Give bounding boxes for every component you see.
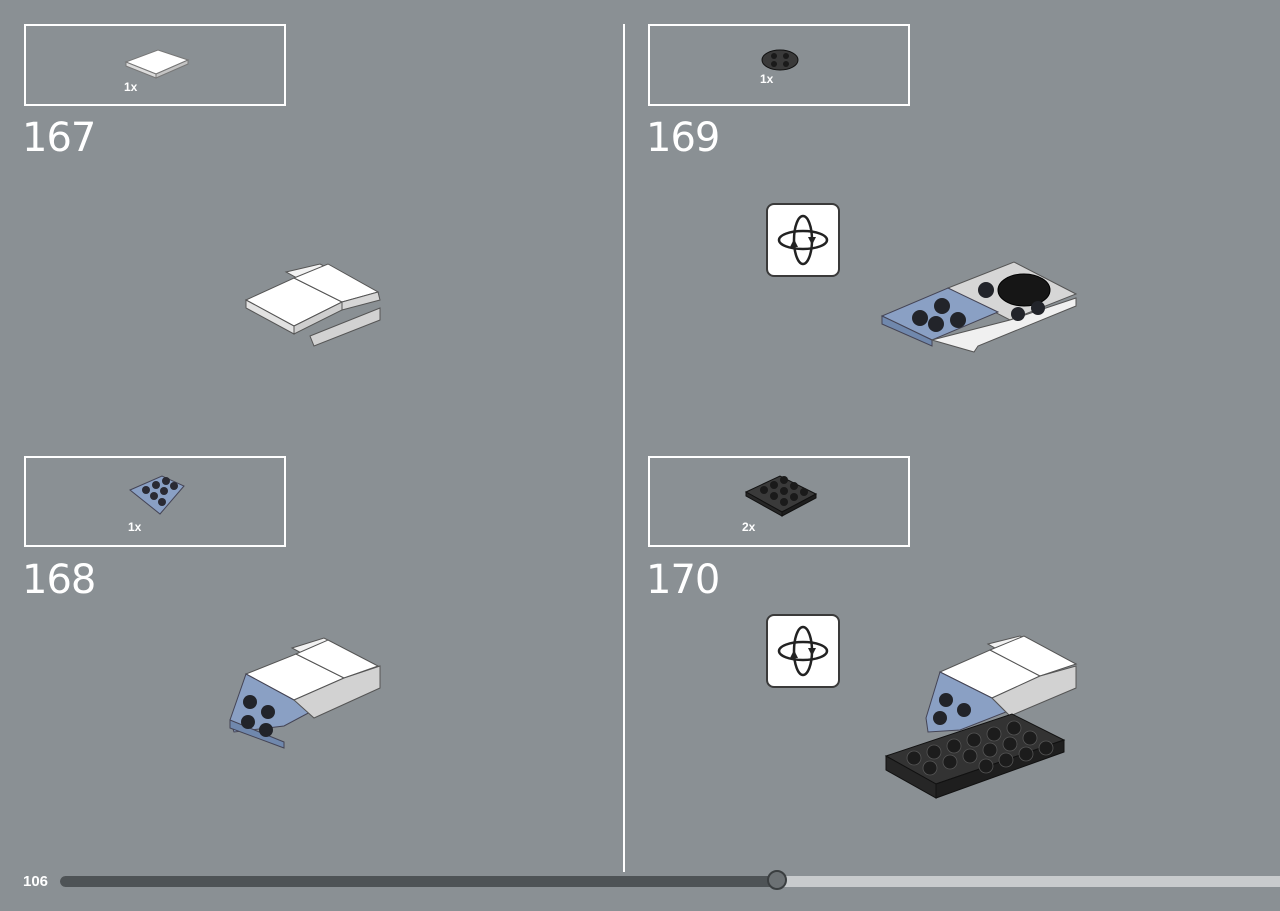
page-progress-bar[interactable] — [60, 870, 1280, 890]
sand-blue-wedge-part-icon — [129, 475, 185, 515]
page-divider — [623, 24, 625, 872]
parts-callout-167: 1x — [24, 24, 286, 106]
black-round-plate-part-icon — [761, 49, 799, 71]
step-number-167: 167 — [22, 115, 96, 161]
parts-callout-169: 1x — [648, 24, 910, 106]
step-number-168: 168 — [22, 557, 96, 603]
step-168-model — [229, 637, 381, 749]
part-quantity: 1x — [760, 72, 774, 86]
black-plate-part-icon — [744, 475, 818, 517]
part-quantity: 2x — [742, 520, 756, 534]
parts-callout-168: 1x — [24, 456, 286, 547]
step-170-model — [884, 635, 1078, 799]
step-167-model — [244, 263, 381, 347]
white-tile-part-icon — [124, 49, 190, 79]
rotate-model-icon — [766, 203, 840, 277]
part-quantity: 1x — [128, 520, 142, 534]
rotate-model-icon — [766, 614, 840, 688]
step-number-169: 169 — [646, 115, 720, 161]
part-quantity: 1x — [124, 80, 138, 94]
parts-callout-170: 2x — [648, 456, 910, 547]
step-169-model — [880, 261, 1078, 353]
page-number: 106 — [23, 873, 49, 890]
step-number-170: 170 — [646, 557, 720, 603]
progress-fill — [60, 876, 777, 887]
progress-slider-handle[interactable] — [767, 870, 787, 890]
